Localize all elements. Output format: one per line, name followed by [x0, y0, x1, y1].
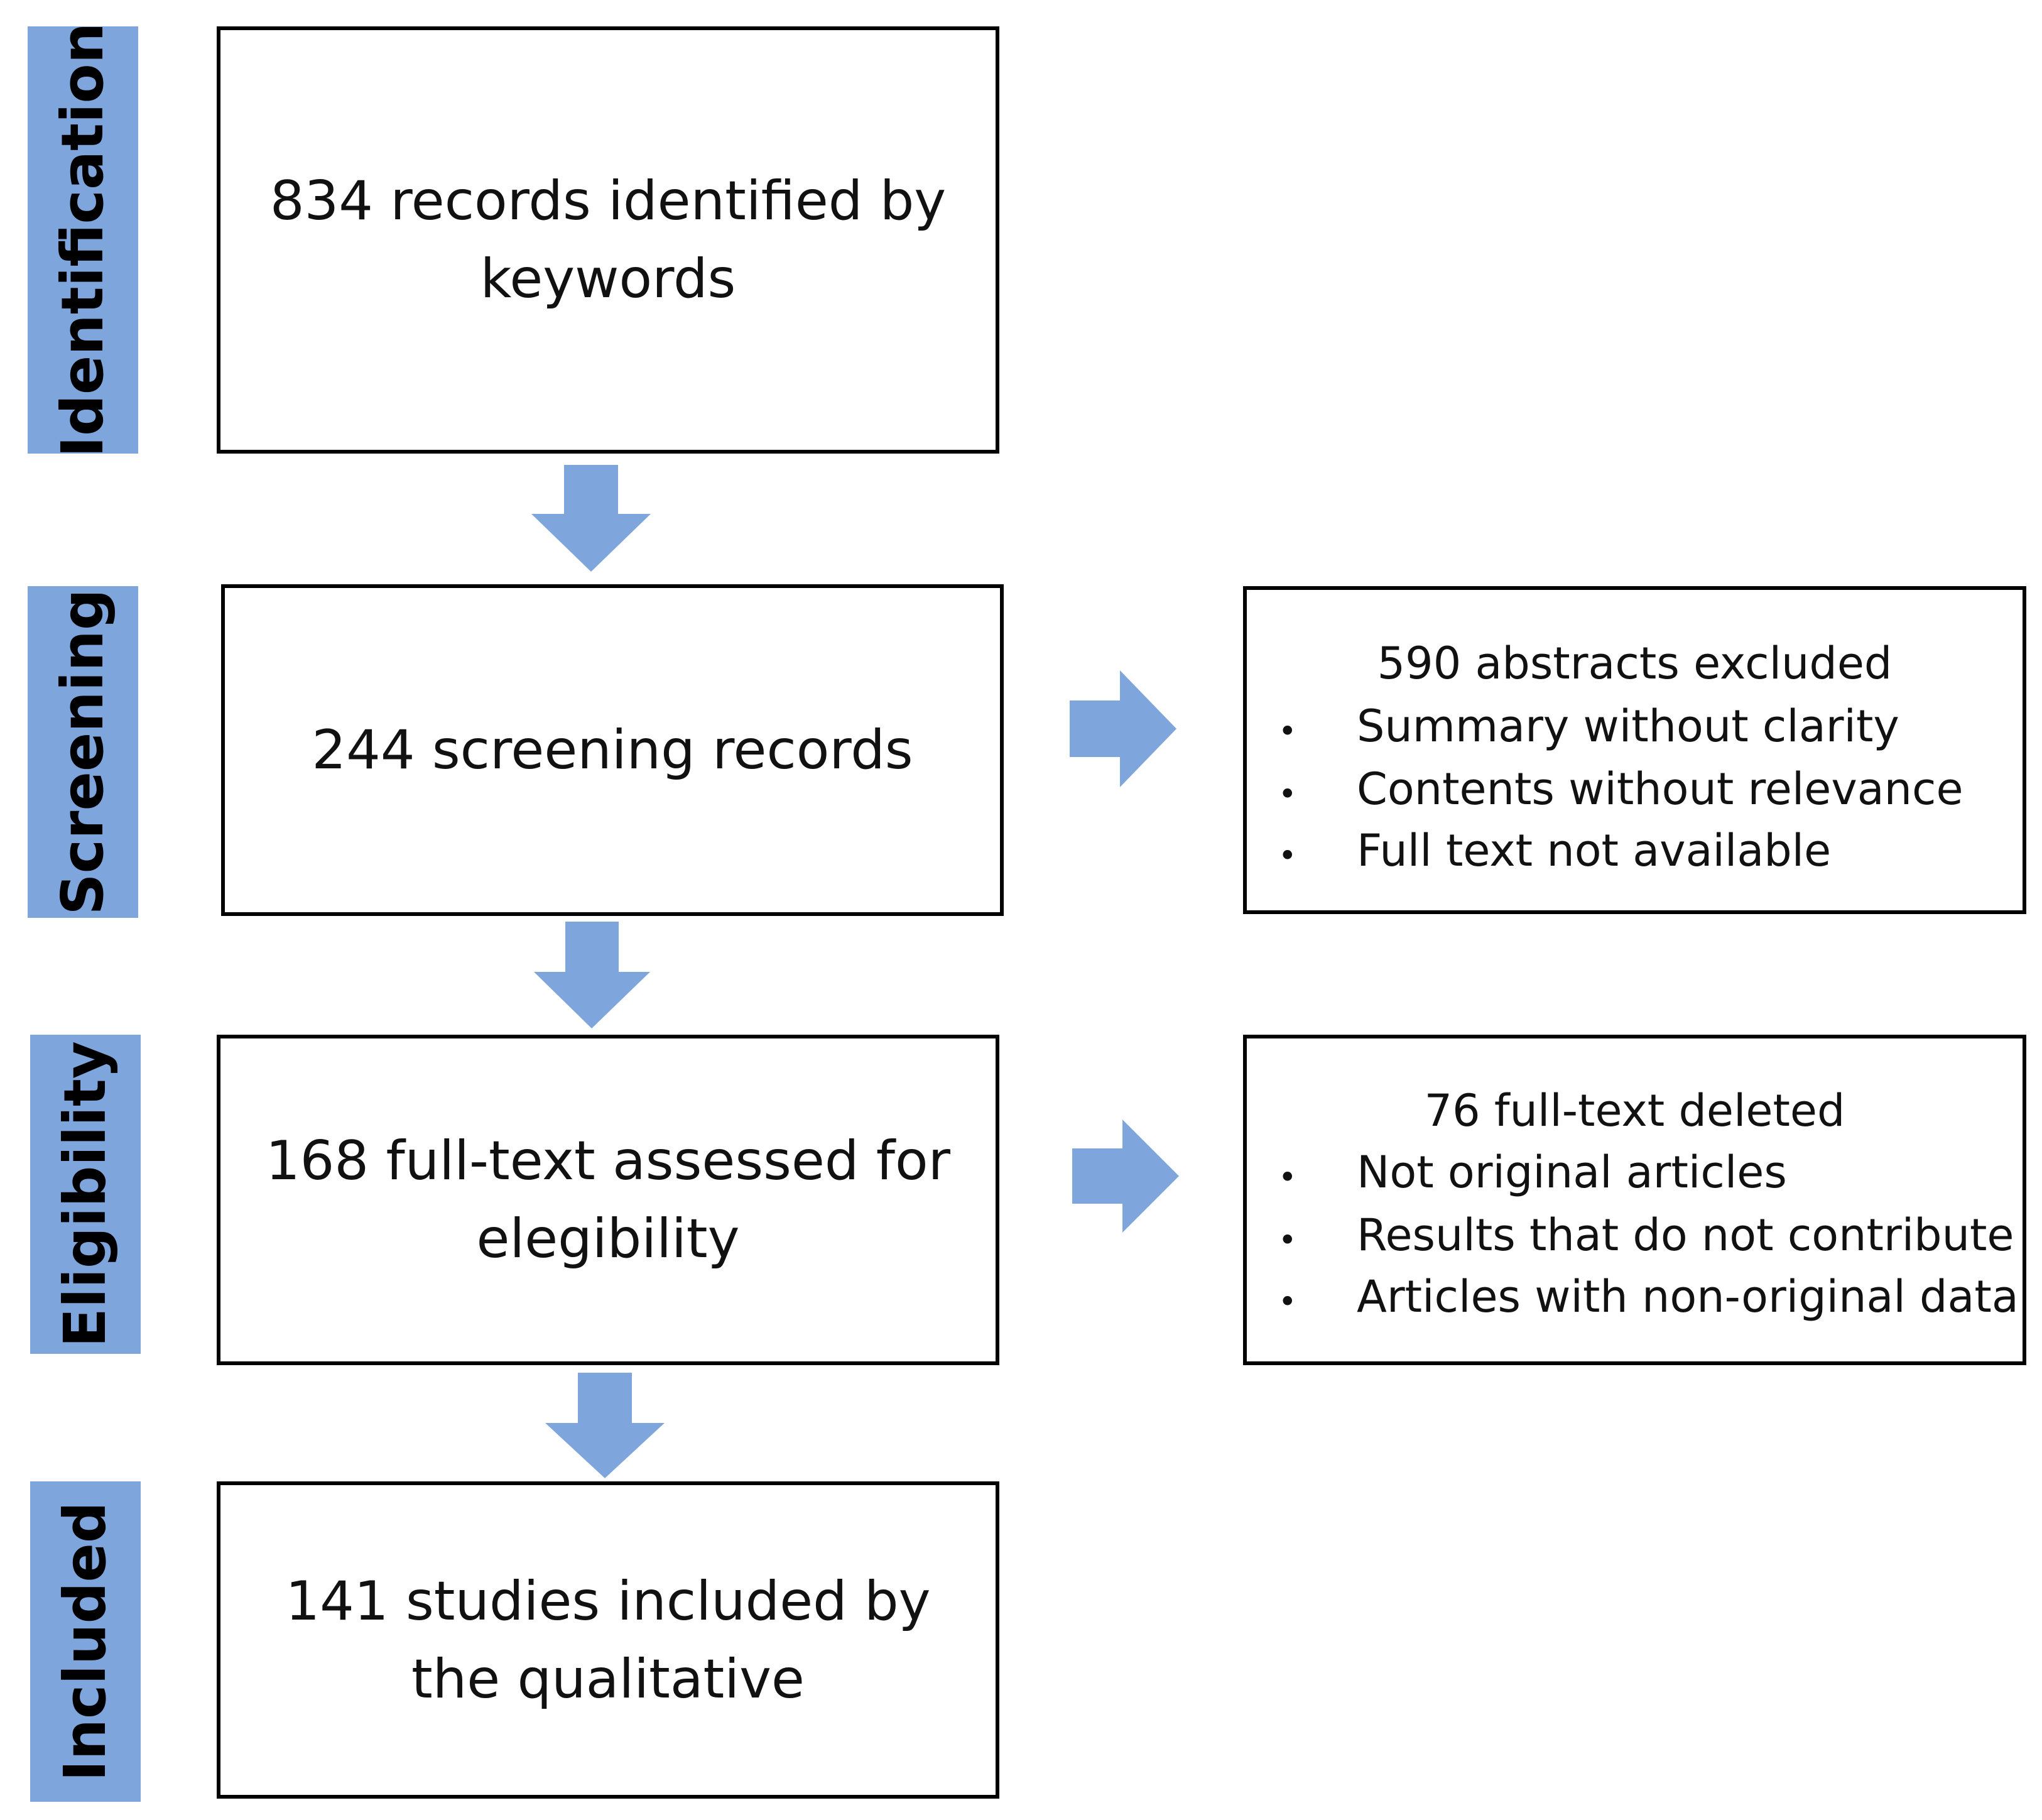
arrow-right-icon	[1070, 670, 1176, 787]
bullet-icon: •	[1278, 1283, 1297, 1320]
arrow-down-icon	[531, 465, 651, 572]
arrow-down-icon	[545, 1373, 665, 1478]
arrow-right-icon	[1072, 1120, 1179, 1233]
excluded-title: 590 abstracts excluded	[1377, 638, 1893, 689]
reason-text: Not original articles	[1357, 1147, 1787, 1198]
stage-label-screening: Screening	[28, 586, 138, 918]
studies-included-box: 141 studies included by the qualitative	[217, 1481, 999, 1799]
stage-label-eligibility: Eligibility	[30, 1035, 141, 1354]
reason-item: • Full text not available	[1247, 829, 2023, 885]
records-identified-box: 834 records identified by keywords	[217, 26, 999, 454]
box-text: 244 screening records	[312, 719, 913, 782]
reason-text: Full text not available	[1357, 825, 1832, 876]
box-text: 141 studies included by the qualitative	[285, 1569, 931, 1711]
stage-label-identification: Identification	[28, 23, 138, 457]
reason-text: Summary without clarity	[1357, 700, 1899, 752]
abstracts-excluded-box: 590 abstracts excluded • Summary without…	[1243, 586, 2026, 914]
stage-label-included: Included	[30, 1481, 141, 1802]
bullet-icon: •	[1278, 837, 1297, 874]
reason-item: • Not original articles	[1247, 1150, 2023, 1207]
reason-item: • Results that do not contribute	[1247, 1213, 2023, 1270]
stage-label-text: Identification	[49, 22, 116, 458]
full-text-deleted-box: 76 full-text deleted • Not original arti…	[1243, 1035, 2026, 1365]
bullet-icon: •	[1278, 1222, 1297, 1258]
arrow-down-icon	[534, 922, 650, 1028]
reason-text: Results that do not contribute	[1357, 1209, 2014, 1261]
stage-label-text: Screening	[49, 589, 116, 915]
reason-item: • Contents without relevance	[1247, 767, 2023, 824]
full-text-assessed-box: 168 full-text assessed for elegibility	[217, 1035, 999, 1365]
reason-item: • Summary without clarity	[1247, 704, 2023, 761]
bullet-icon: •	[1278, 776, 1297, 812]
bullet-icon: •	[1278, 713, 1297, 749]
stage-label-text: Eligibility	[52, 1041, 119, 1348]
stage-label-text: Included	[52, 1501, 119, 1782]
box-text: 834 records identified by keywords	[269, 170, 947, 310]
bullet-icon: •	[1278, 1159, 1297, 1196]
reason-item: • Articles with non-original data	[1247, 1275, 2023, 1331]
reason-text: Articles with non-original data	[1357, 1271, 2019, 1322]
deleted-title: 76 full-text deleted	[1424, 1085, 1845, 1136]
screening-records-box: 244 screening records	[221, 584, 1004, 916]
reason-text: Contents without relevance	[1357, 763, 1963, 815]
box-text: 168 full-text assessed for elegibility	[265, 1130, 951, 1270]
